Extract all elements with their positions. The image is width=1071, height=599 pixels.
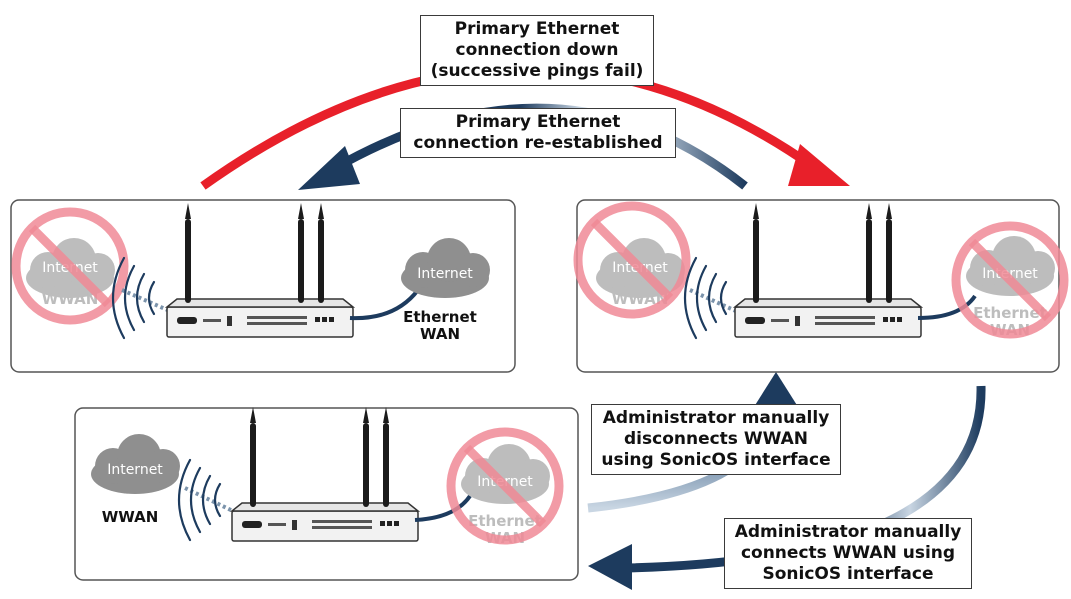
callout-admin-disconnect: Administrator manually disconnects WWAN … xyxy=(591,404,841,475)
wwan-label: WWAN xyxy=(42,290,99,308)
ethernet-label: Ethernet xyxy=(468,512,542,530)
ethernet-label: Ethernet xyxy=(403,308,477,326)
callout-line: Administrator manually xyxy=(734,522,962,542)
callout-line: SonicOS interface xyxy=(762,564,934,584)
callout-line: (successive pings fail) xyxy=(430,61,644,81)
cloud-label: Internet xyxy=(417,266,473,282)
wan-label: WAN xyxy=(420,325,460,343)
callout-line: Primary Ethernet xyxy=(455,112,621,132)
callout-primary-down: Primary Ethernet connection down (succes… xyxy=(420,15,654,86)
callout-line: disconnects WWAN xyxy=(624,429,808,449)
panel-top-right: Internet WWAN Internet Ethernet WAN xyxy=(577,199,1064,373)
panel-top-left: Internet WWAN Internet Ethernet WAN xyxy=(10,199,516,373)
callout-admin-connect: Administrator manually connects WWAN usi… xyxy=(724,518,972,589)
callout-line: connects WWAN using xyxy=(740,543,956,563)
cloud-label: Internet xyxy=(107,462,163,478)
callout-line: connection re-established xyxy=(413,133,663,153)
callout-line: connection down xyxy=(455,40,619,60)
callout-line: Primary Ethernet xyxy=(454,19,620,39)
wwan-label: WWAN xyxy=(102,508,159,526)
wwan-label: WWAN xyxy=(612,290,669,308)
callout-line: using SonicOS interface xyxy=(601,450,831,470)
callout-line: Administrator manually xyxy=(602,408,830,428)
ethernet-label: Ethernet xyxy=(973,304,1047,322)
panel-bottom: Internet WWAN Internet Ethernet WAN xyxy=(74,406,579,581)
callout-primary-reestablished: Primary Ethernet connection re-establish… xyxy=(400,108,676,158)
